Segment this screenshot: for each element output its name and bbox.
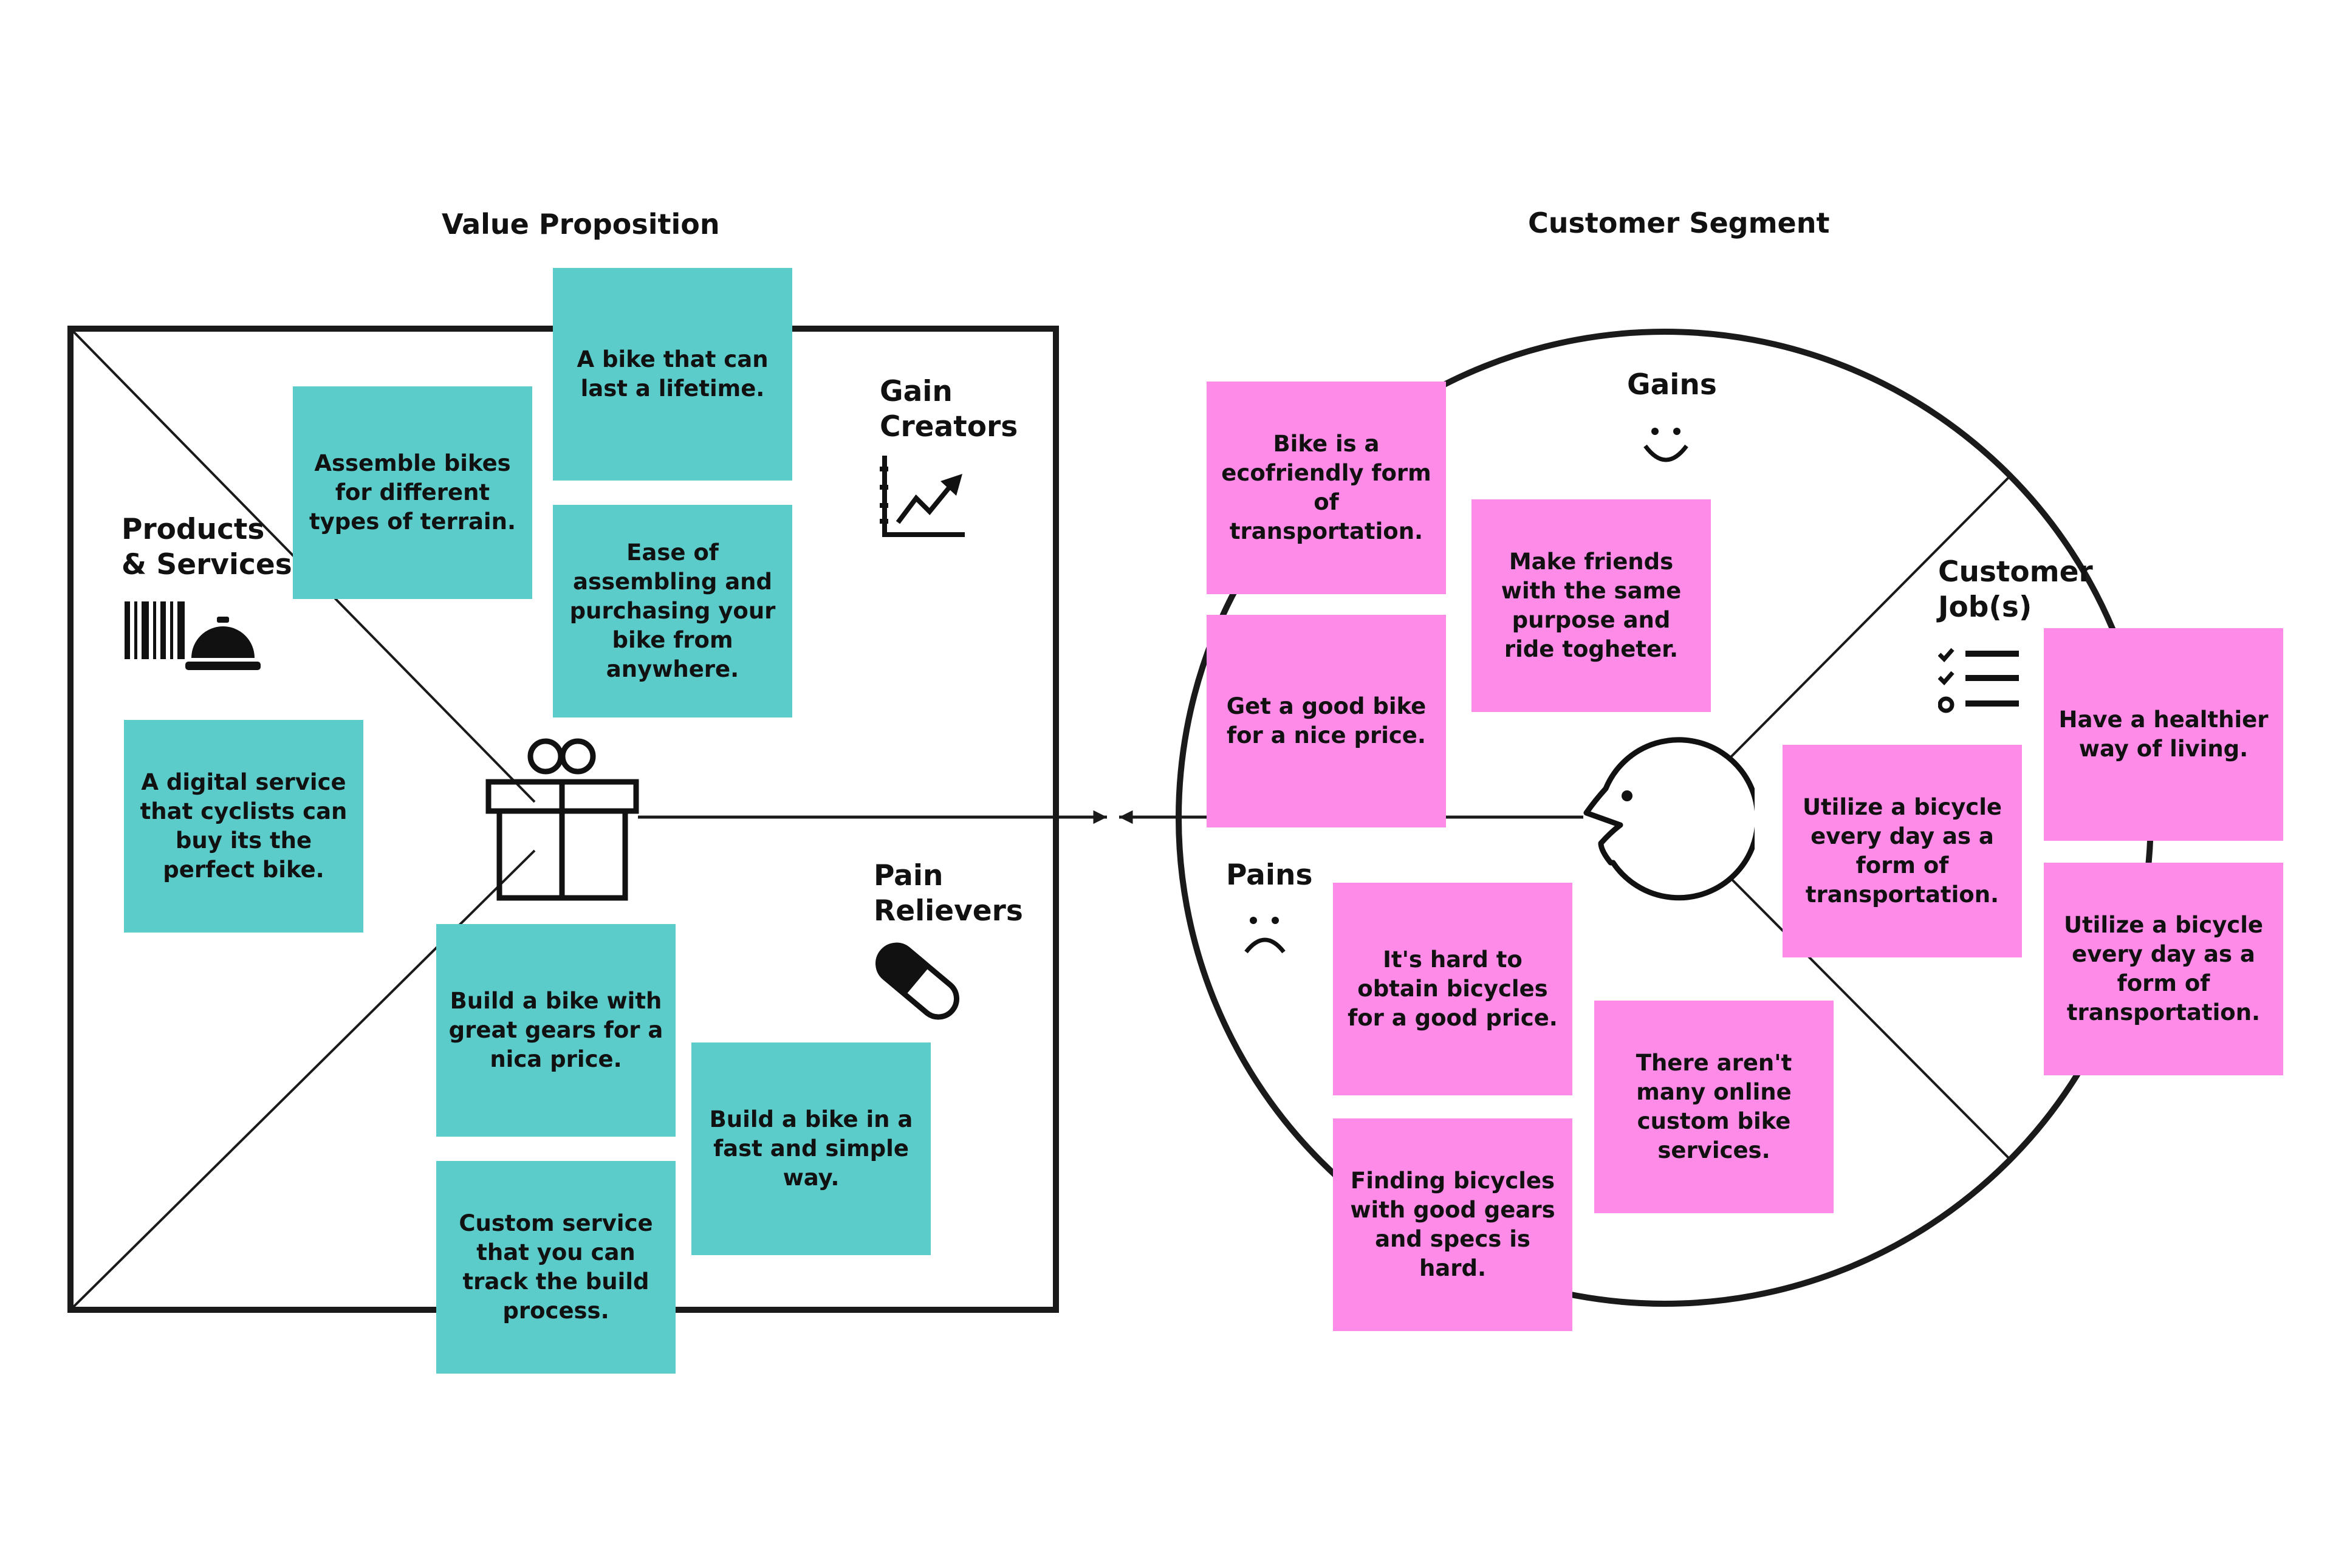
customer-jobs-label: Customer Job(s) <box>1938 555 2093 624</box>
customer-job-note: Have a healthier way of living. <box>2044 628 2283 841</box>
rising-chart-icon <box>880 456 965 537</box>
gain-creator-note: Ease of assembling and purchasing your b… <box>553 505 792 717</box>
pain-reliever-note: Custom service that you can track the bu… <box>436 1161 676 1374</box>
customer-job-note: Utilize a bicycle every day as a form of… <box>2044 863 2283 1075</box>
checklist-icon <box>1938 648 2019 713</box>
gain-creator-note: A bike that can last a lifetime. <box>553 268 792 481</box>
pains-label: Pains <box>1226 858 1313 892</box>
customer-job-note: Utilize a bicycle every day as a form of… <box>1783 745 2022 957</box>
pain-reliever-note: Build a bike with great gears for a nica… <box>436 924 676 1137</box>
service-bell-icon <box>185 617 261 670</box>
pill-icon <box>875 942 959 1020</box>
pain-relievers-label: Pain Relievers <box>874 859 1023 928</box>
smile-icon <box>1643 428 1688 462</box>
customer-segment-title: Customer Segment <box>1528 207 1830 239</box>
pain-note: It's hard to obtain bicycles for a good … <box>1333 883 1572 1095</box>
profile-divider-bottom <box>1725 872 2013 1163</box>
gain-creator-note: Assemble bikes for different types of te… <box>293 386 532 599</box>
profile-divider-top <box>1725 473 2013 763</box>
barcode-icon <box>125 601 185 659</box>
gain-note: Bike is a ecofriendly form of transporta… <box>1207 382 1446 594</box>
pain-note: Finding bicycles with good gears and spe… <box>1333 1118 1572 1331</box>
customer-face-icon <box>1583 737 1755 901</box>
gift-icon <box>485 738 639 901</box>
pain-reliever-note: Build a bike in a fast and simple way. <box>691 1042 931 1255</box>
gain-note: Make friends with the same purpose and r… <box>1471 499 1711 712</box>
products-services-note: A digital service that cyclists can buy … <box>124 720 363 933</box>
frown-icon <box>1244 917 1286 954</box>
gains-label: Gains <box>1627 368 1717 402</box>
pain-note: There aren't many online custom bike ser… <box>1594 1001 1834 1213</box>
value-proposition-title: Value Proposition <box>442 208 720 241</box>
products-services-label: Products & Services <box>122 513 292 581</box>
gain-creators-label: Gain Creators <box>880 375 1018 443</box>
gain-note: Get a good bike for a nice price. <box>1207 615 1446 827</box>
